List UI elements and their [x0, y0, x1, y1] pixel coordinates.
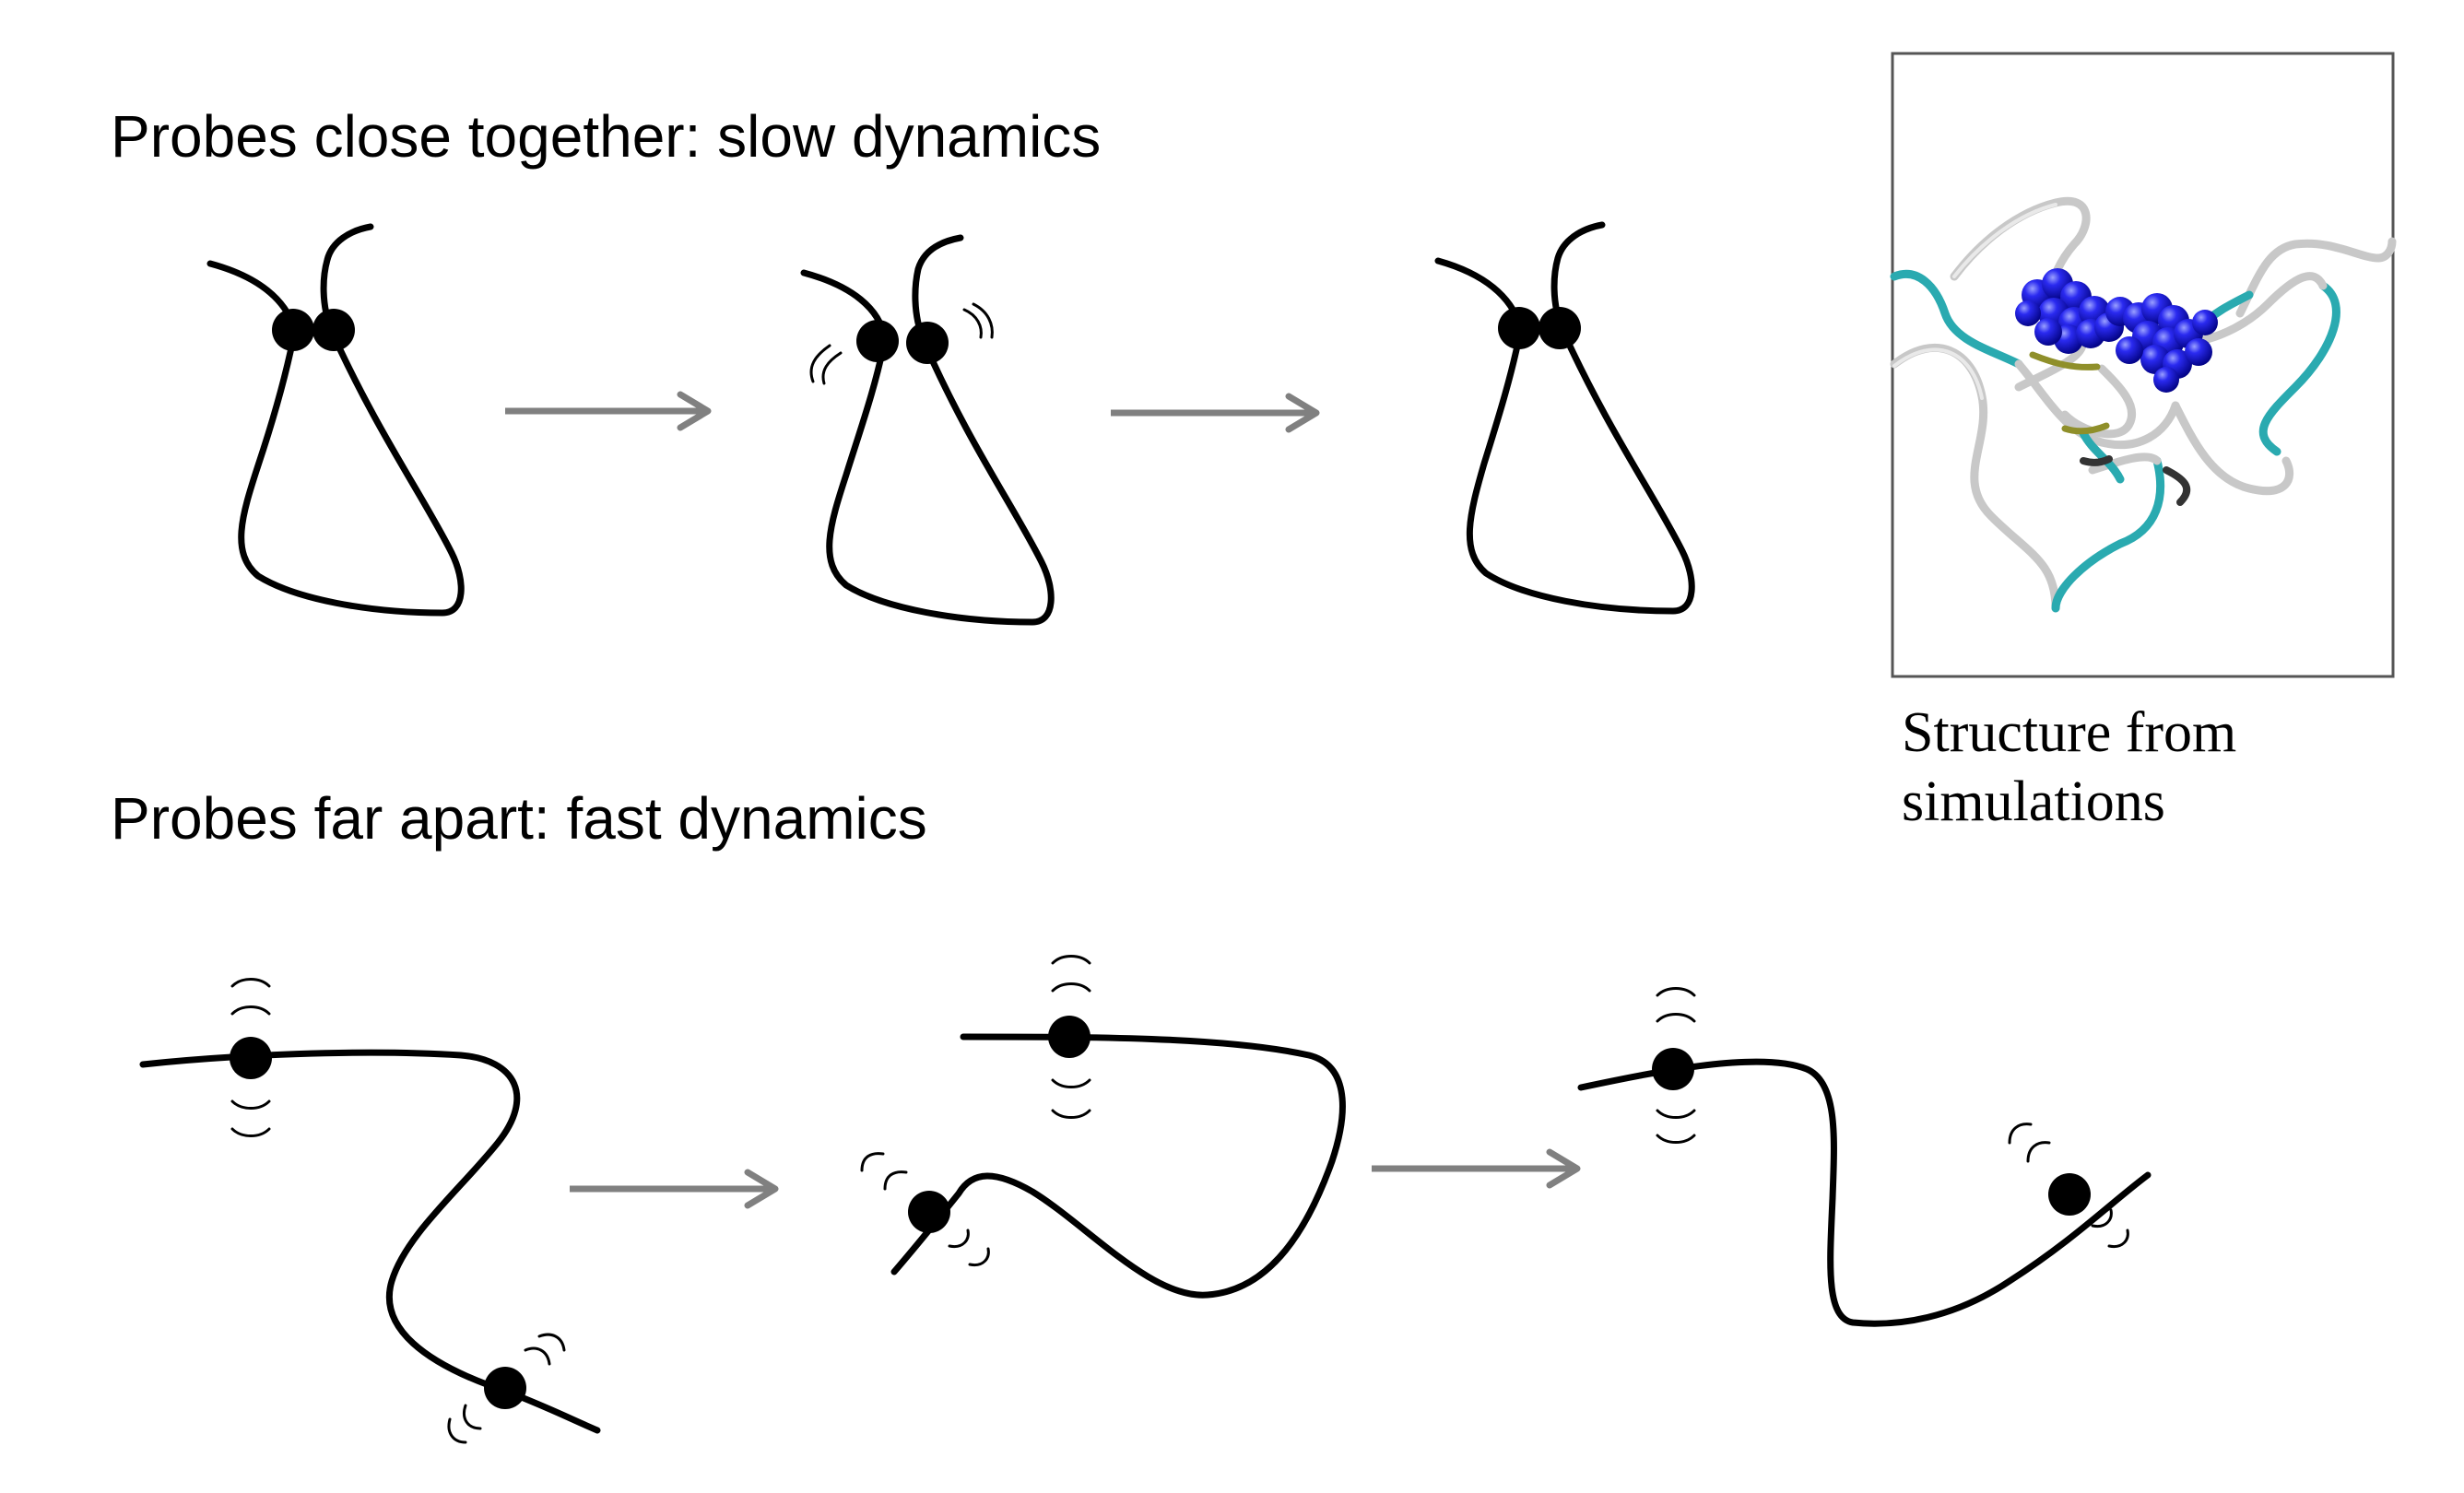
wiggle-mark-down [1051, 1109, 1091, 1119]
probe-right [906, 322, 949, 364]
wiggle-mark-up [1656, 987, 1696, 997]
wiggle-mark-up [1051, 955, 1091, 965]
structure-caption-line1: Structure from [1902, 701, 2236, 764]
wiggle-mark-upper-right [537, 1333, 566, 1352]
wiggle-mark-right [962, 308, 983, 339]
arrow-top-2 [1111, 393, 1320, 433]
wiggle-mark-upper-right [524, 1346, 551, 1366]
wiggle-mark-lower-left [447, 1417, 467, 1444]
wiggle-mark-lower-right [968, 1247, 990, 1267]
chain-strand-middle [800, 234, 1055, 626]
wiggle-mark-up [230, 978, 271, 988]
probe-left [1498, 307, 1540, 349]
open-chain-state-1 [139, 978, 601, 1444]
structure-inset: Structure from simulations [1890, 52, 2397, 833]
closed-loop-state-2 [800, 234, 1055, 626]
wiggle-mark-right [972, 302, 994, 339]
wiggle-mark-down [230, 1127, 271, 1137]
wiggle-mark-lower-right [2107, 1228, 2129, 1249]
chain-strand-left [139, 1049, 601, 1434]
wiggle-mark-up [230, 1005, 271, 1016]
probe-spheres-cluster [2015, 268, 2218, 393]
wiggle-mark-left [821, 351, 843, 385]
probe-upper [1652, 1048, 1694, 1090]
wiggle-mark-up [1656, 1013, 1696, 1023]
chain-strand-middle [890, 1033, 1346, 1299]
wiggle-mark-down [1656, 1134, 1696, 1144]
wiggle-mark-down [1051, 1078, 1091, 1088]
open-chain-state-2 [860, 955, 1346, 1299]
chain-strand-right [1577, 1058, 2152, 1327]
wiggle-mark-lower-right [2091, 1208, 2113, 1228]
probe-left [856, 320, 899, 362]
wiggle-mark-down [230, 1099, 271, 1110]
probe-lower [2048, 1173, 2091, 1216]
probe-left [272, 309, 314, 351]
top-heading: Probes close together: slow dynamics [111, 103, 1101, 170]
wiggle-mark-lower-right [948, 1228, 970, 1249]
structure-caption-line2: simulations [1902, 770, 2165, 833]
closed-loop-state-1 [206, 223, 465, 617]
wiggle-mark-upper-left [883, 1170, 908, 1191]
probe-lower [908, 1191, 950, 1233]
arrow-top-1 [505, 391, 712, 431]
open-chain-state-3 [1577, 987, 2152, 1327]
arrow-bottom-2 [1372, 1148, 1581, 1189]
wiggle-mark-down [1656, 1109, 1696, 1119]
probe-right [312, 309, 355, 351]
wiggle-mark-left [809, 344, 831, 383]
bottom-heading: Probes far apart: fast dynamics [111, 785, 927, 852]
chain-strand-right [1434, 221, 1695, 615]
wiggle-mark-upper-left [860, 1152, 885, 1172]
wiggle-mark-upper-left [2026, 1141, 2051, 1163]
probe-right [1539, 307, 1581, 349]
wiggle-mark-up [1051, 982, 1091, 993]
wiggle-mark-lower-left [463, 1404, 482, 1430]
wiggle-mark-upper-left [2008, 1123, 2033, 1145]
probe-upper [1048, 1016, 1091, 1058]
probe-upper [230, 1037, 272, 1079]
probe-lower [484, 1367, 526, 1409]
closed-loop-state-3 [1434, 221, 1695, 615]
arrow-bottom-1 [570, 1169, 779, 1209]
chain-strand-left [206, 223, 465, 617]
